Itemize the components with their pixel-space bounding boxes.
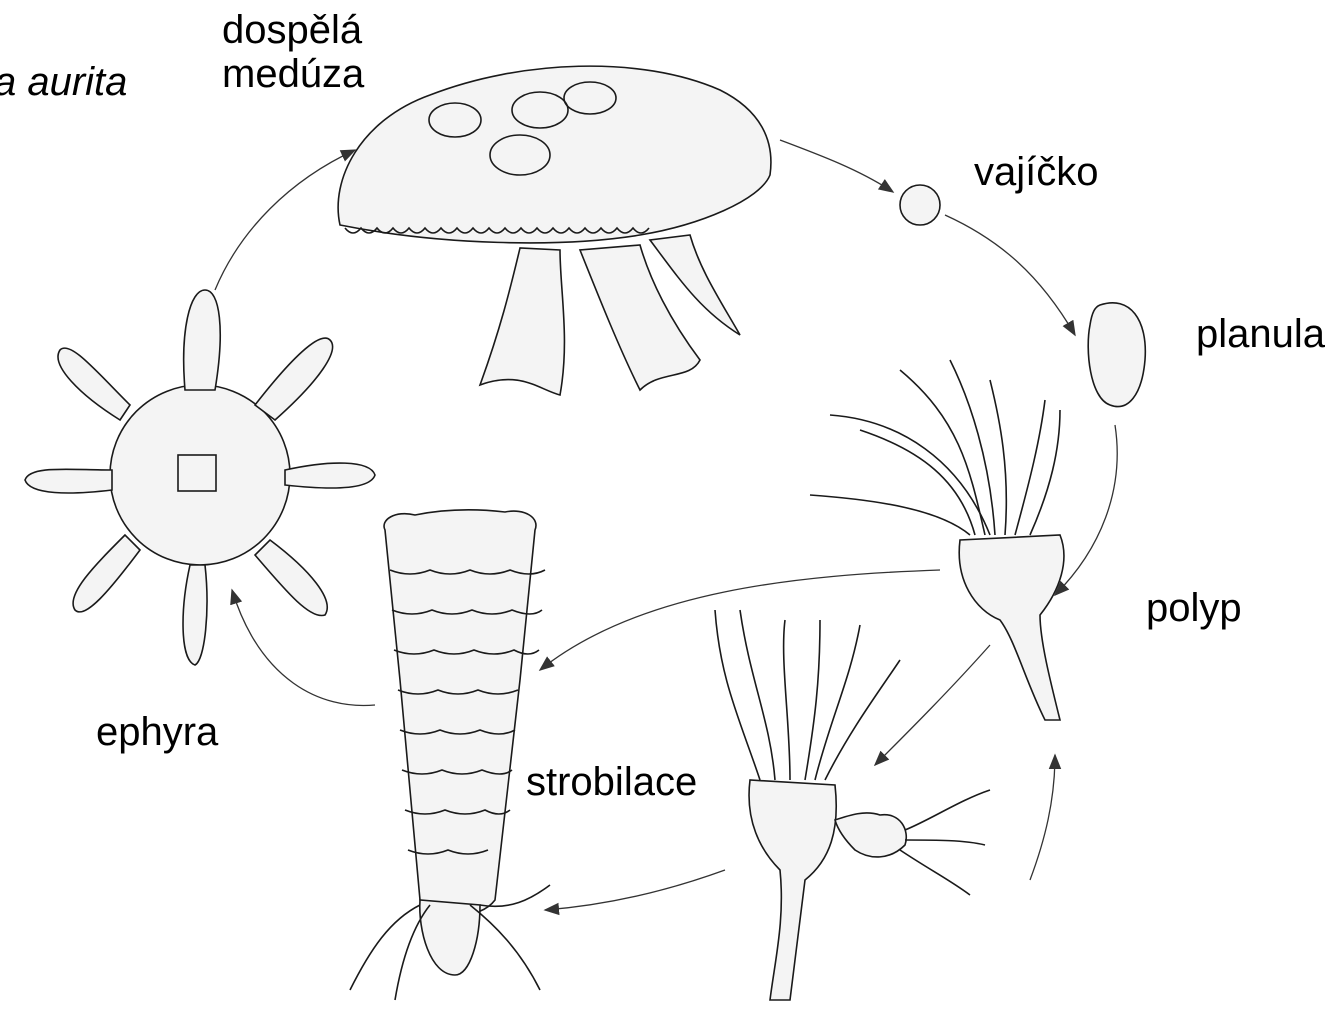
polyp-drawing [810,360,1064,720]
arrow-planula-to-polyp [1055,425,1117,595]
species-label: a aurita [0,60,127,104]
adult-medusa-drawing [338,66,771,395]
stage-label-adult-medusa: dospělá medúza [222,8,364,96]
stage-label-planula: planula [1196,312,1325,356]
arrow-polyp-to-budding [875,645,990,765]
stage-label-egg: vajíčko [974,150,1099,194]
arrow-polyp-to-strobila [540,570,940,670]
arrow-adult-to-egg [780,140,893,192]
egg-drawing [900,185,940,225]
stage-label-strobilation: strobilace [526,760,697,804]
strobila-drawing [350,510,550,1000]
ephyra-drawing [25,290,375,665]
stage-label-ephyra: ephyra [96,710,218,754]
arrow-budding-to-strobila [545,870,725,910]
arrow-egg-to-planula [945,215,1075,335]
budding-polyp-drawing [715,610,990,1000]
stage-label-polyp: polyp [1146,586,1242,630]
arrow-ephyra-to-adult [215,150,355,290]
planula-drawing [1088,303,1145,407]
arrow-budding-to-polyp [1030,755,1055,880]
